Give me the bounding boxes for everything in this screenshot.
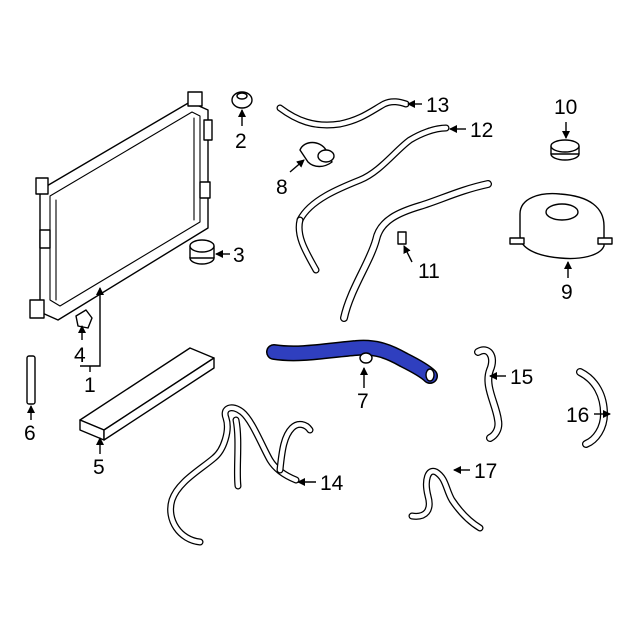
callout-11: 11 (418, 260, 440, 283)
callout-15: 15 (510, 366, 533, 389)
leader-11 (403, 245, 413, 263)
strip-part-6[interactable] (26, 355, 36, 405)
callout-1: 1 (84, 374, 96, 397)
hose-part-11[interactable] (340, 180, 492, 322)
seal-part-5[interactable] (79, 347, 215, 441)
callout-3: 3 (233, 244, 245, 267)
callout-8: 8 (276, 176, 288, 199)
callout-9: 9 (561, 281, 573, 304)
leader-8 (289, 159, 305, 173)
callout-13: 13 (426, 94, 449, 117)
radiator-part-1[interactable] (29, 91, 213, 321)
cap-part-10[interactable] (550, 139, 580, 161)
hose-part-14[interactable] (167, 404, 314, 546)
hose-part-7-highlight (267, 341, 437, 383)
callout-4: 4 (74, 344, 86, 367)
hose-part-7[interactable] (266, 339, 438, 384)
clip-part-4[interactable] (75, 309, 93, 329)
leader-1 (80, 287, 104, 372)
hose-part-15[interactable] (474, 346, 503, 442)
callout-14: 14 (320, 472, 344, 495)
fitting-part-2[interactable] (231, 91, 253, 109)
callout-10: 10 (554, 96, 577, 119)
hose-part-17[interactable] (408, 467, 484, 532)
hose-part-13[interactable] (276, 98, 410, 129)
callout-7: 7 (357, 390, 369, 413)
elbow-part-8[interactable] (299, 141, 335, 168)
callout-12: 12 (470, 119, 493, 142)
reservoir-part-9[interactable] (509, 192, 613, 260)
callout-16: 16 (566, 404, 589, 427)
callout-17: 17 (474, 460, 497, 483)
grommet-part-3[interactable] (189, 239, 215, 265)
callout-2: 2 (235, 130, 247, 153)
callout-5: 5 (93, 456, 105, 479)
hose-part-12[interactable] (295, 124, 450, 274)
callout-6: 6 (24, 422, 36, 445)
